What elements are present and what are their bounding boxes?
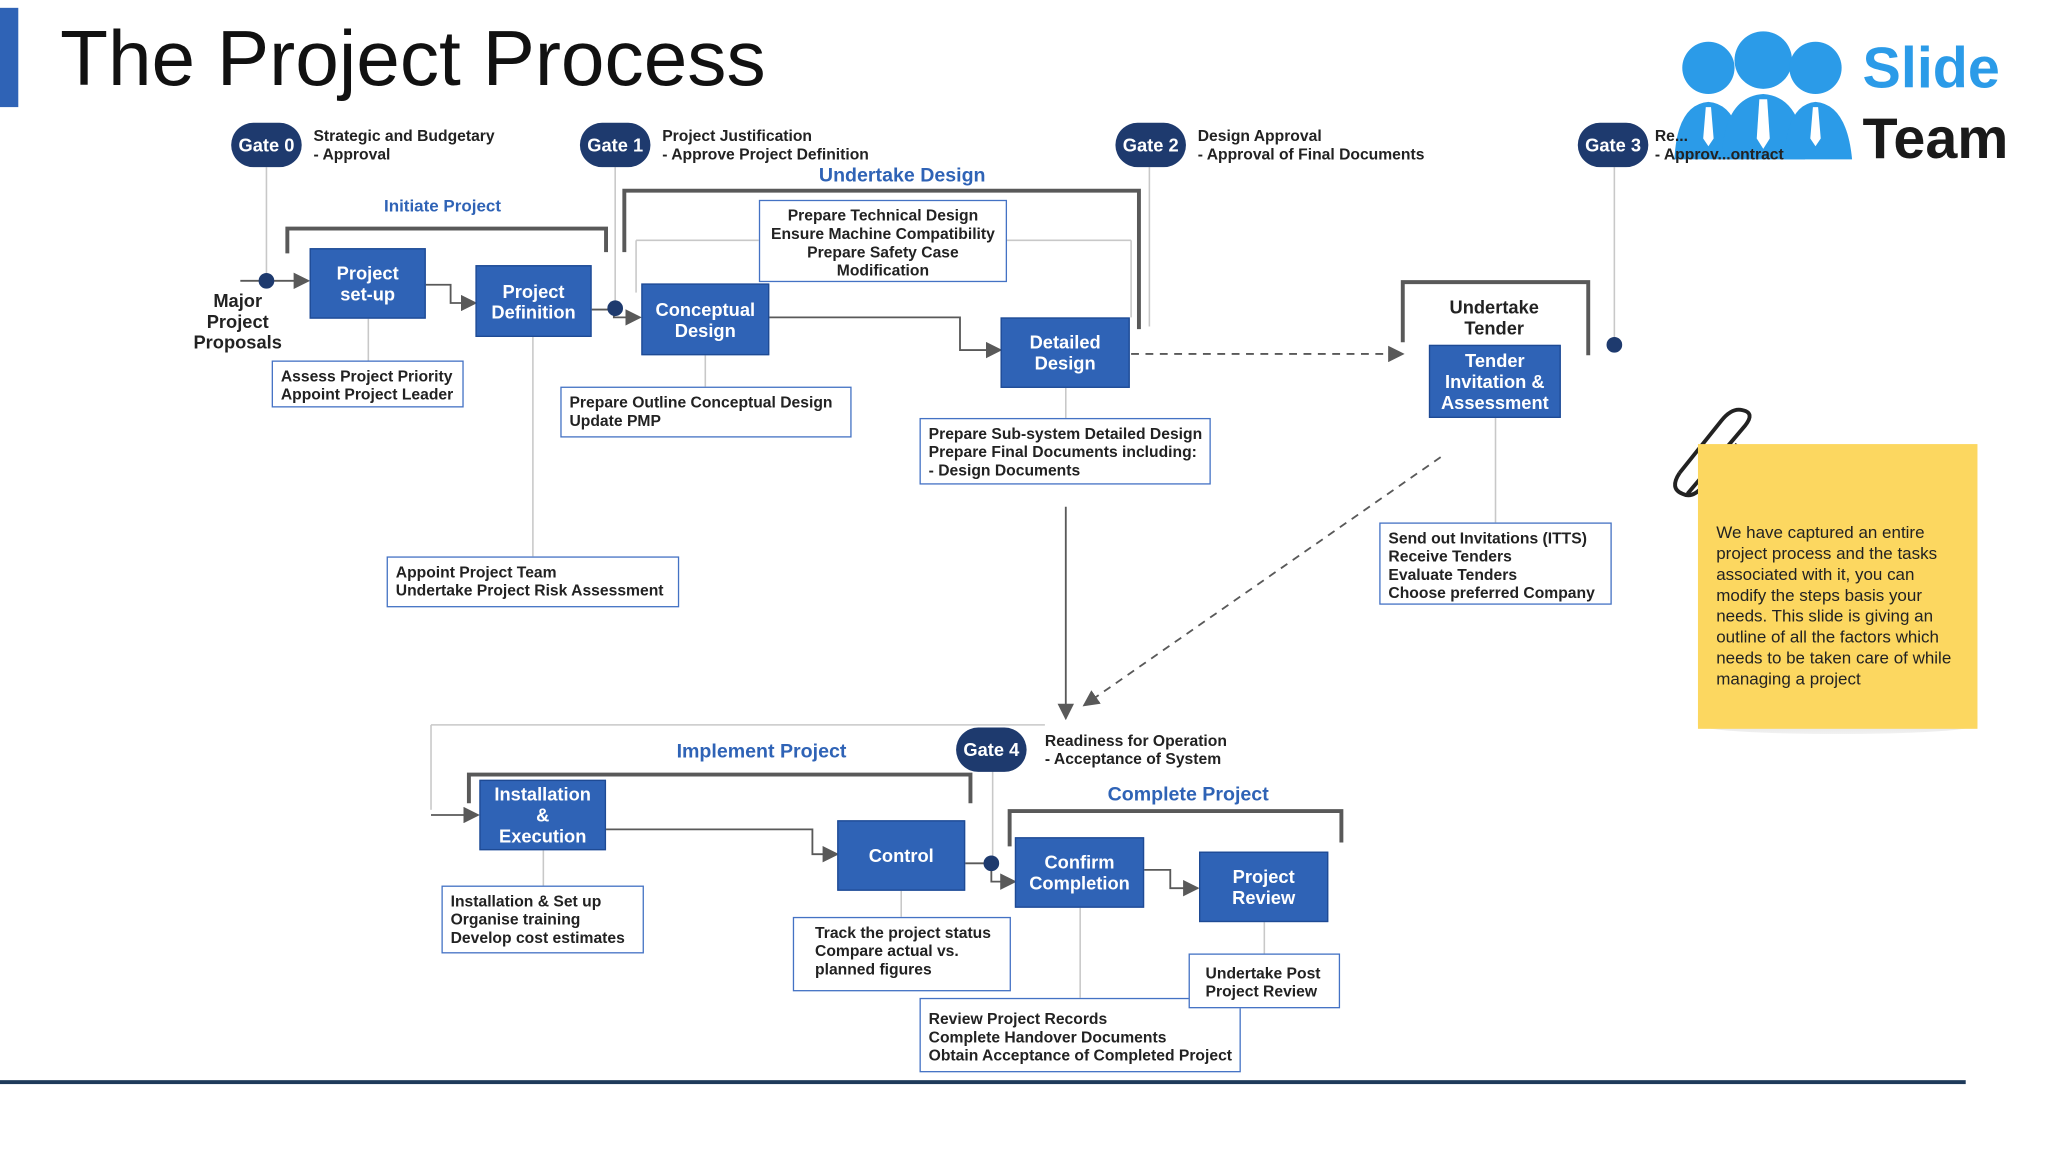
step-project-review[interactable]: Project Review [1199, 851, 1329, 923]
phase-initiate-label: Initiate Project [383, 195, 501, 216]
task-box-installation: Installation & Set up Organise training … [441, 885, 644, 954]
task-box-technical: Prepare Technical Design Ensure Machine … [758, 199, 1008, 283]
gate-1-badge: Gate 1 [579, 122, 651, 168]
task-box-control: Track the project status Compare actual … [792, 916, 1011, 992]
footer-divider [0, 1080, 1966, 1085]
major-project-proposals: Major Project Proposals [193, 289, 282, 353]
step-conceptual-design[interactable]: Conceptual Design [641, 283, 770, 356]
task-box-tender: Send out Invitations (ITTS) Receive Tend… [1379, 522, 1612, 605]
gate-2-note: Design Approval - Approval of Final Docu… [1197, 126, 1425, 164]
gate-3-badge: Gate 3 [1577, 122, 1649, 168]
task-box-team: Appoint Project Team Undertake Project R… [386, 556, 680, 608]
phase-design-label: Undertake Design [818, 164, 986, 187]
gate-2-badge: Gate 2 [1115, 122, 1186, 168]
gate-4-note: Readiness for Operation - Acceptance of … [1044, 731, 1227, 768]
phase-implement-label: Implement Project [676, 740, 847, 763]
undertake-tender-heading: Undertake Tender [1449, 296, 1539, 339]
task-box-detailed: Prepare Sub-system Detailed Design Prepa… [919, 417, 1211, 485]
gate-3-note: Re... - Approv...ontract [1654, 126, 1784, 164]
brand-name-slide: Slide [1862, 36, 2000, 101]
gate-0-badge: Gate 0 [231, 122, 302, 168]
gate-4-badge: Gate 4 [956, 727, 1027, 772]
sticky-note-text: We have captured an entire project proce… [1716, 522, 1952, 689]
sticky-note [1697, 444, 1978, 729]
gate-1-note: Project Justification - Approve Project … [662, 126, 869, 164]
title-accent-bar [0, 7, 19, 108]
gate-0-note: Strategic and Budgetary - Approval [313, 126, 495, 164]
team-logo-icon [1674, 31, 1853, 160]
step-project-definition[interactable]: Project Definition [475, 265, 592, 337]
step-detailed-design[interactable]: Detailed Design [1000, 317, 1130, 388]
step-installation-execution[interactable]: Installation & Execution [479, 779, 607, 851]
task-box-confirm: Review Project Records Complete Handover… [919, 997, 1241, 1073]
brand-name-team: Team [1862, 107, 2009, 172]
task-box-setup: Assess Project Priority Appoint Project … [271, 360, 464, 408]
step-project-setup[interactable]: Project set-up [309, 248, 426, 319]
page-title: The Project Process [60, 14, 766, 102]
phase-complete-label: Complete Project [1107, 783, 1269, 806]
step-confirm-completion[interactable]: Confirm Completion [1014, 837, 1145, 908]
task-box-conceptual: Prepare Outline Conceptual Design Update… [560, 386, 852, 438]
step-control[interactable]: Control [837, 820, 966, 891]
task-box-review: Undertake Post Project Review [1188, 953, 1341, 1009]
step-tender-invitation[interactable]: Tender Invitation & Assessment [1428, 344, 1561, 418]
